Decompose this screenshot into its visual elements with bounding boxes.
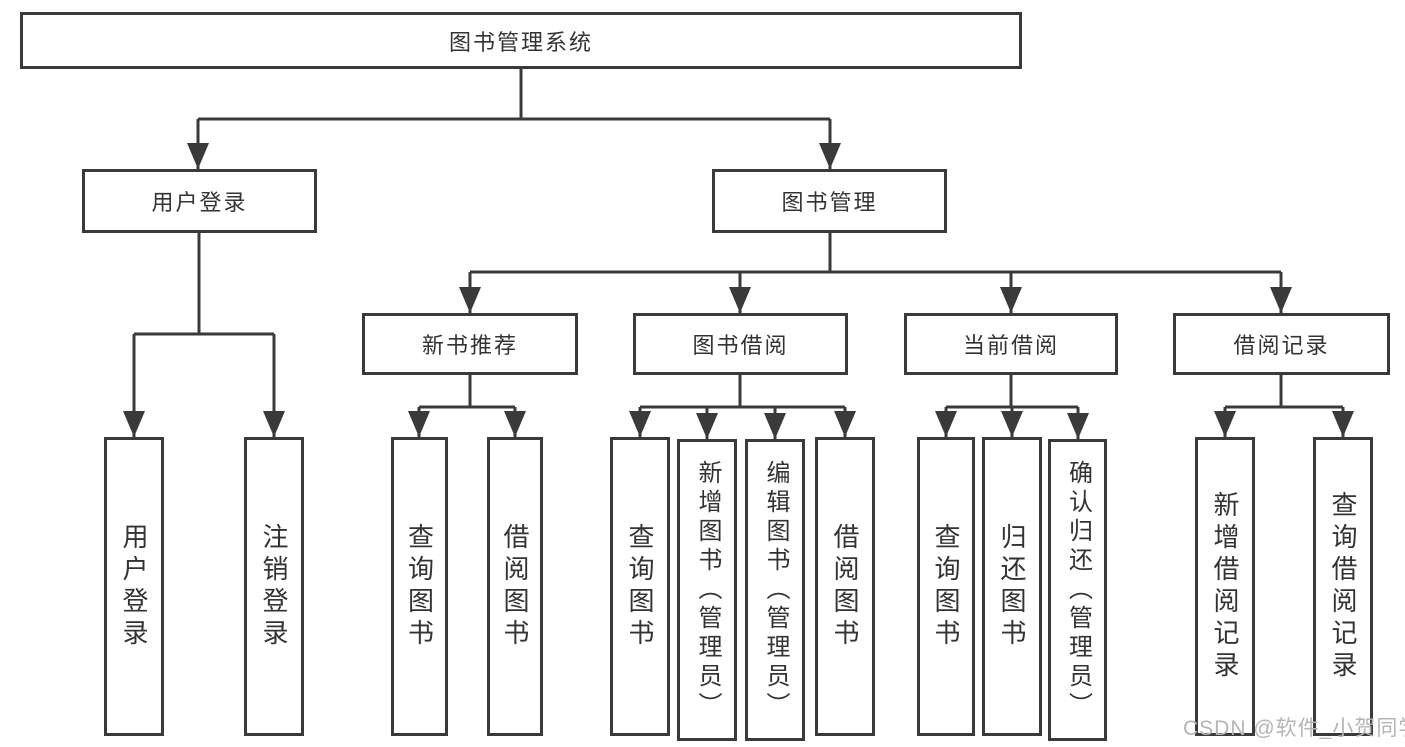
node-user-login: 用户登录 xyxy=(82,169,317,233)
node-label: 借阅图书 xyxy=(830,522,860,651)
node-label: 借阅图书 xyxy=(500,522,530,651)
node-new-book-recommend: 新书推荐 xyxy=(362,313,578,375)
node-label: 新书推荐 xyxy=(421,333,518,358)
csdn-watermark: CSDN @软件_小贺同学 xyxy=(1183,717,1405,740)
node-borrow-records: 借阅记录 xyxy=(1173,313,1390,375)
node-label: 图书管理系统 xyxy=(448,29,593,55)
node-library-management-system: 图书管理系统 xyxy=(20,12,1022,69)
leaf-query-books-1: 查询图书 xyxy=(391,437,448,736)
leaf-confirm-return-admin: 确认归还（管理员） xyxy=(1048,439,1107,741)
node-label: 用户登录 xyxy=(151,190,248,215)
node-label: 用户登录 xyxy=(119,522,149,651)
node-label: 查询图书 xyxy=(931,522,961,651)
node-label: 编辑图书（管理员） xyxy=(762,459,789,721)
leaf-query-books-3: 查询图书 xyxy=(917,437,975,736)
node-label: 归还图书 xyxy=(997,522,1027,651)
leaf-borrow-books-2: 借阅图书 xyxy=(815,437,875,736)
node-label: 新增图书（管理员） xyxy=(694,459,721,721)
node-label: 图书借阅 xyxy=(692,333,789,358)
leaf-logout: 注销登录 xyxy=(244,437,304,736)
node-current-borrowing: 当前借阅 xyxy=(904,313,1118,375)
node-label: 查询图书 xyxy=(625,522,655,651)
leaf-borrow-books-1: 借阅图书 xyxy=(487,437,543,736)
node-label: 当前借阅 xyxy=(962,333,1059,358)
node-label: 查询图书 xyxy=(404,522,435,651)
leaf-edit-books-admin: 编辑图书（管理员） xyxy=(745,439,805,741)
node-label: 注销登录 xyxy=(259,522,289,651)
node-label: 新增借阅记录 xyxy=(1210,490,1240,683)
leaf-query-borrow-record: 查询借阅记录 xyxy=(1313,437,1373,736)
node-book-management: 图书管理 xyxy=(712,169,947,233)
node-label: 图书管理 xyxy=(781,190,878,215)
leaf-add-books-admin: 新增图书（管理员） xyxy=(677,439,737,741)
leaf-return-books: 归还图书 xyxy=(982,437,1042,736)
node-book-borrowing: 图书借阅 xyxy=(633,313,848,375)
leaf-user-login: 用户登录 xyxy=(104,437,164,736)
leaf-add-borrow-record: 新增借阅记录 xyxy=(1195,437,1255,736)
leaf-query-books-2: 查询图书 xyxy=(610,437,670,736)
node-label: 查询借阅记录 xyxy=(1328,490,1358,683)
node-label: 借阅记录 xyxy=(1233,333,1330,358)
node-label: 确认归还（管理员） xyxy=(1064,459,1092,721)
